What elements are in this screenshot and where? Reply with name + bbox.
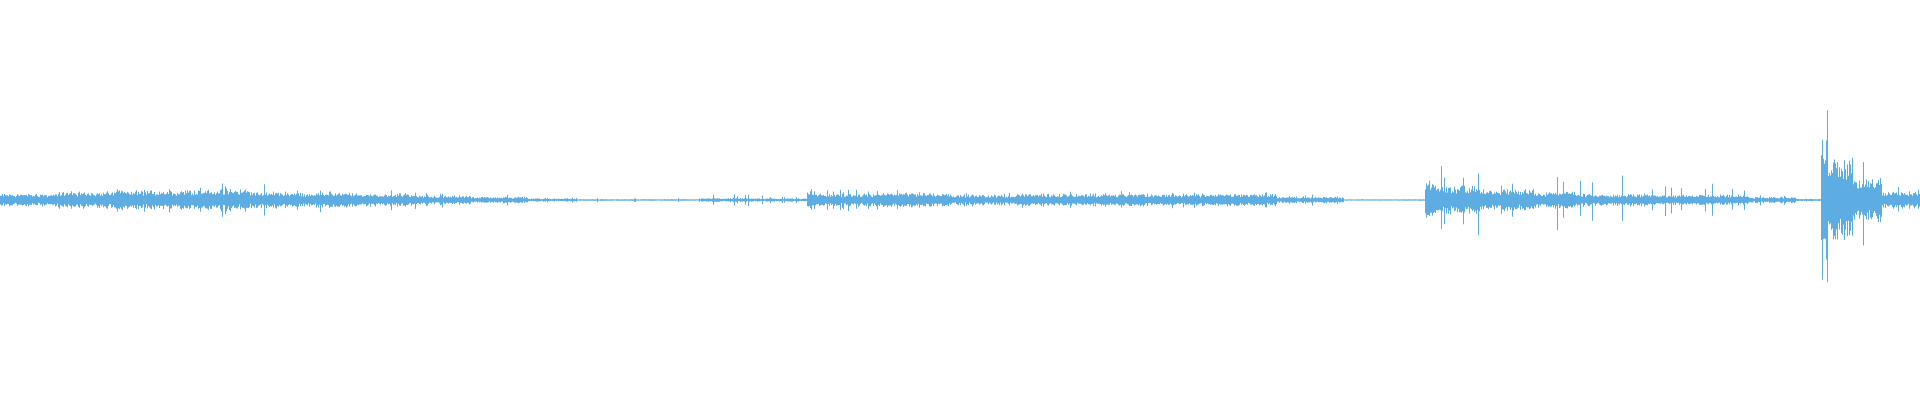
waveform-bars [0, 110, 1920, 283]
